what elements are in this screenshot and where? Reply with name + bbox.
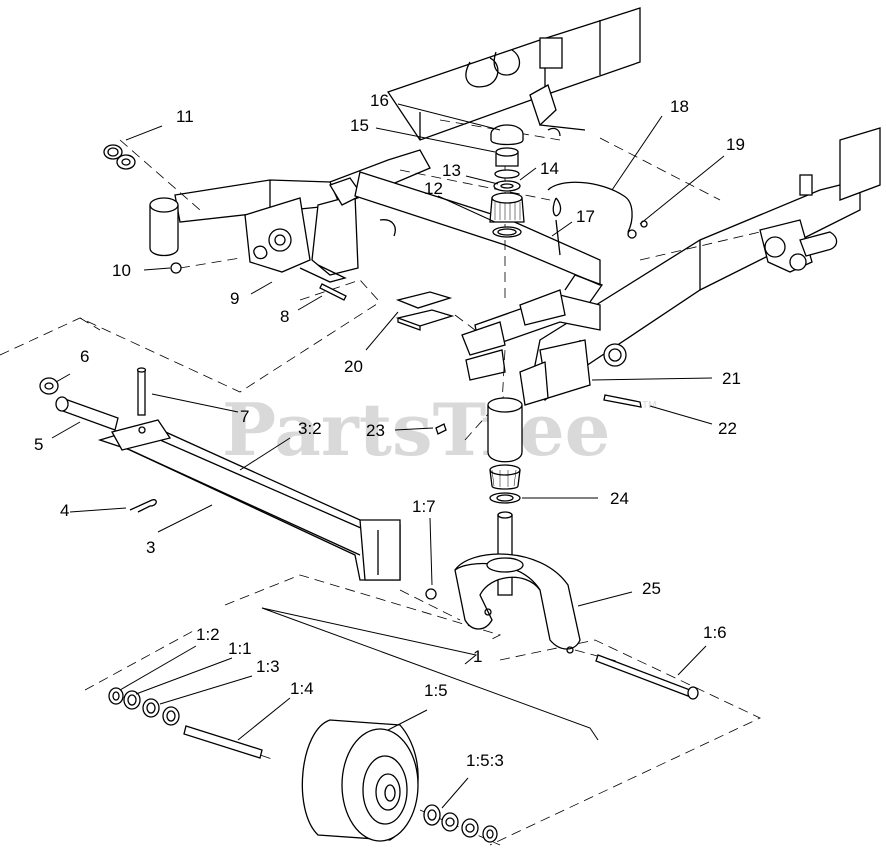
part-8-bolt [319, 283, 347, 301]
label-1: 1 [473, 647, 482, 666]
label-6: 6 [80, 347, 89, 366]
label-23: 23 [366, 421, 385, 440]
label-16: 16 [370, 91, 389, 110]
caster-bearing-stack [489, 124, 525, 238]
part-3-pivot-beam [55, 367, 401, 581]
label-3: 3 [146, 538, 155, 557]
leader-lines [51, 103, 725, 809]
label-1-5: 1:5 [424, 681, 448, 700]
label-9: 9 [230, 289, 239, 308]
label-19: 19 [726, 135, 745, 154]
wheel-assembly [108, 687, 498, 843]
part-23-bolt [435, 423, 447, 435]
part-1-7-nut [425, 588, 437, 600]
label-1-7: 1:7 [412, 497, 436, 516]
label-20: 20 [344, 357, 363, 376]
part-20-shims [395, 291, 455, 331]
part-4-hairpin [129, 499, 157, 513]
label-25: 25 [642, 579, 661, 598]
part-11-ring [103, 144, 136, 170]
main-frame [149, 7, 881, 406]
part-10-nut [170, 262, 182, 274]
label-3-2: 3:2 [298, 419, 322, 438]
label-18: 18 [670, 97, 689, 116]
label-1-1: 1:1 [228, 639, 252, 658]
label-1-6: 1:6 [703, 623, 727, 642]
label-1-5-3: 1:5:3 [466, 751, 504, 770]
label-12: 12 [424, 179, 443, 198]
label-8: 8 [280, 307, 289, 326]
label-15: 15 [350, 116, 369, 135]
part-17-18-19 [547, 181, 648, 256]
part-22-bolt [603, 394, 642, 408]
part-1-6-axle-bolt [595, 654, 691, 697]
label-1-4: 1:4 [290, 679, 314, 698]
label-13: 13 [442, 161, 461, 180]
label-4: 4 [60, 501, 69, 520]
watermark-trademark: TM [642, 400, 656, 411]
label-22: 22 [718, 419, 737, 438]
part-labels: 16 15 11 18 19 13 14 12 17 10 9 8 20 6 2… [34, 91, 745, 770]
label-7: 7 [240, 407, 249, 426]
label-24: 24 [610, 489, 629, 508]
label-17: 17 [576, 207, 595, 226]
label-1-2: 1:2 [196, 625, 220, 644]
part-6-washer [39, 377, 59, 395]
label-5: 5 [34, 435, 43, 454]
label-11: 11 [176, 107, 194, 126]
part-25-caster-fork [454, 553, 581, 654]
label-14: 14 [540, 159, 559, 178]
label-1-3: 1:3 [256, 657, 280, 676]
watermark: PartsTree [222, 387, 610, 472]
label-21: 21 [722, 369, 741, 388]
label-10: 10 [112, 261, 131, 280]
